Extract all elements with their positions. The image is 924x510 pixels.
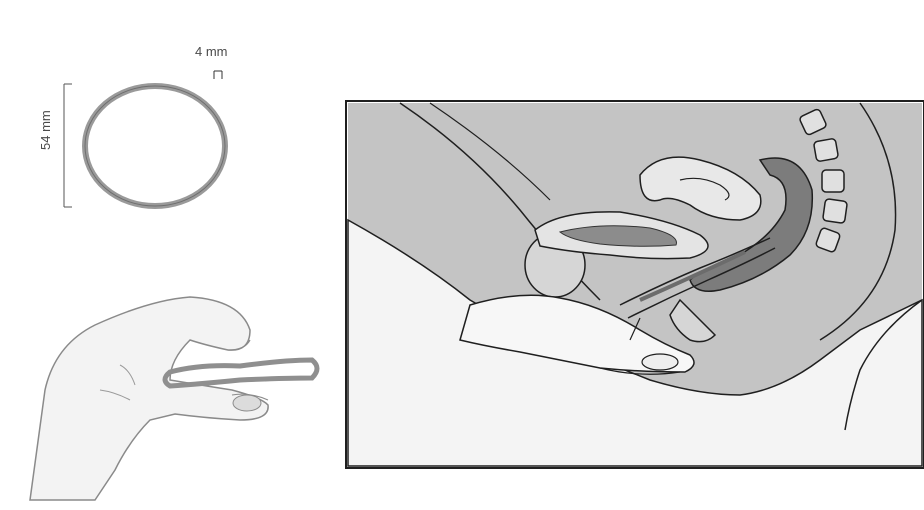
thickness-label: 4 mm — [195, 44, 228, 59]
diameter-label: 54 mm — [38, 110, 53, 150]
thickness-bracket — [214, 71, 222, 79]
hand-icon — [30, 297, 268, 500]
cross-section-panel — [346, 101, 924, 468]
squeezed-ring-icon — [165, 360, 317, 386]
diameter-bracket — [64, 84, 72, 207]
ring-icon — [85, 86, 225, 206]
